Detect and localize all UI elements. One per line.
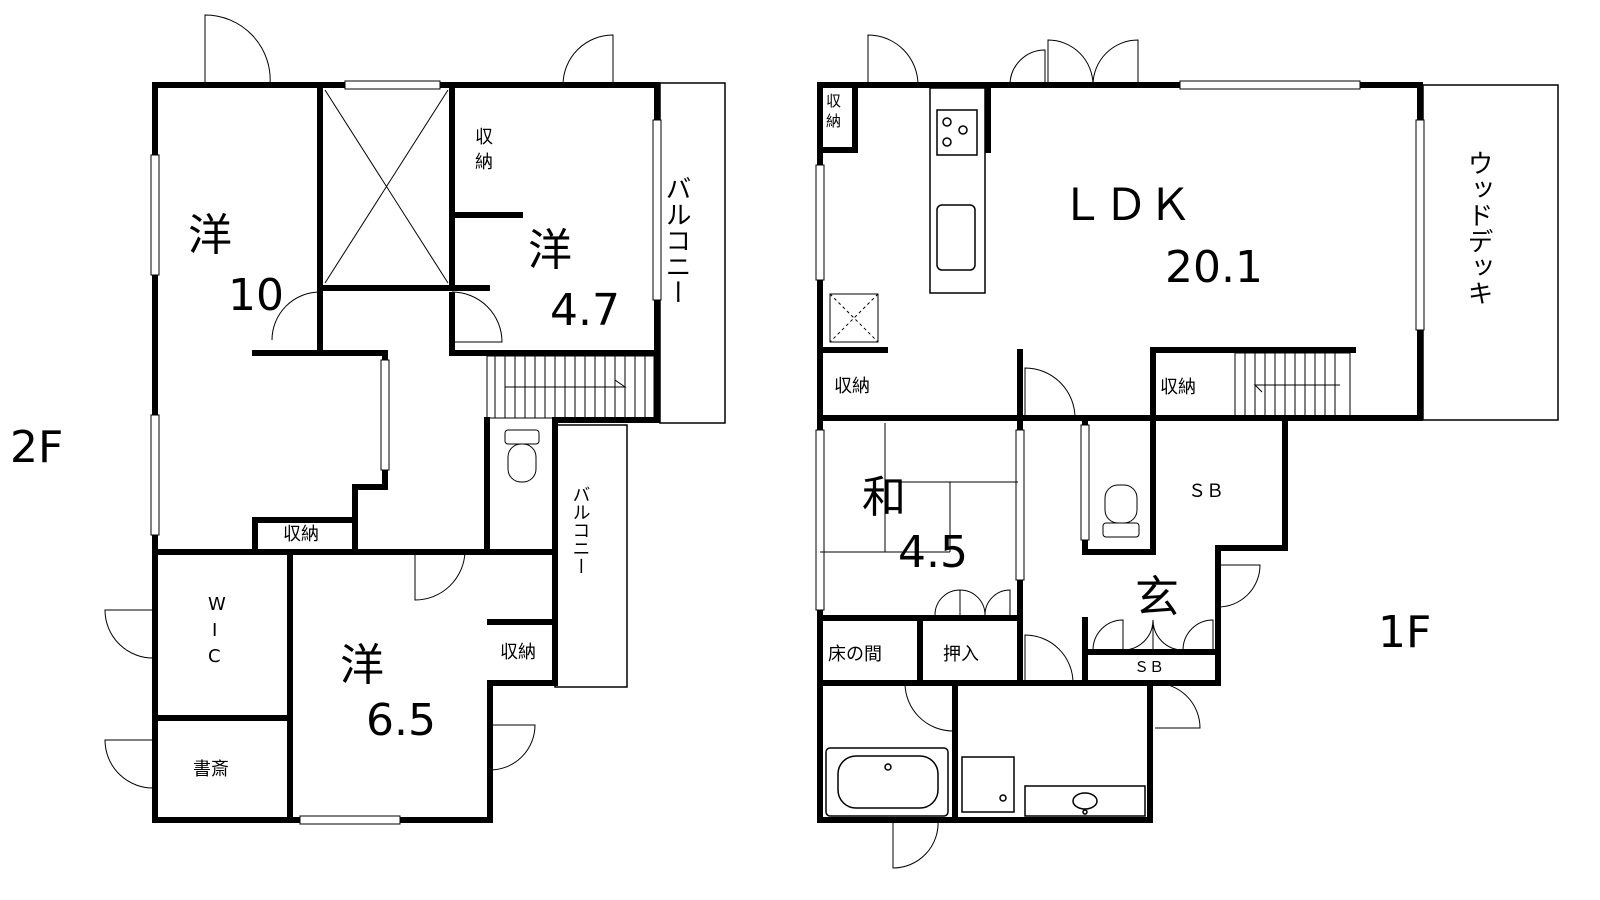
toilet-fixture (1102, 484, 1140, 538)
staircase (1234, 352, 1351, 417)
room-size-wa: 4.5 (898, 527, 968, 578)
floor-label-2f: 2F (10, 422, 63, 473)
room-name-storage-e: 収納 (834, 376, 870, 397)
room-name-wic-line1: W (208, 594, 226, 615)
room-name-storage-f: 収納 (1160, 377, 1196, 398)
room-size-yo47: 4.7 (550, 285, 620, 336)
room-size-yo10: 10 (228, 270, 284, 321)
room-name-sb-a: ＳＢ (1188, 481, 1224, 502)
kitchen-counter (929, 87, 986, 294)
fridge-space (829, 293, 879, 343)
void-mark (324, 89, 449, 284)
room-name-wa: 和 (862, 472, 906, 523)
balcony-outline (554, 424, 628, 688)
room-name-storage-a: 収納 (283, 524, 319, 545)
window (815, 164, 825, 281)
room-name-study: 書斎 (193, 759, 229, 780)
door-swing (867, 34, 1261, 869)
floor-label-1f: 1F (1378, 607, 1431, 658)
washroom-fixtures (961, 756, 1146, 817)
room-name-balcony-b: バルコニー (570, 485, 591, 575)
window (150, 154, 160, 276)
room-name-storage-b: 収納 (475, 127, 493, 173)
room-name-yo65: 洋 (340, 640, 384, 691)
window (1015, 429, 1025, 581)
room-name-yo47: 洋 (528, 225, 572, 276)
interior-wall (152, 82, 660, 823)
room-name-entrance: 玄 (1135, 572, 1179, 623)
window (380, 359, 390, 471)
door-swing (104, 14, 614, 789)
second-floor-plan: 洋 10 洋 4.7 洋 6.5 W I C 書斎 収納 収納 収納 バルコニー… (10, 14, 726, 825)
window (344, 80, 441, 90)
bathtub (825, 747, 949, 817)
room-name-wic-line2: I (212, 620, 217, 641)
room-size-ldk: 20.1 (1165, 242, 1263, 293)
room-name-oshiire: 押入 (943, 644, 979, 665)
room-name-sb-b: ＳＢ (1134, 658, 1164, 676)
room-name-ldk: ＬＤＫ (1060, 180, 1192, 231)
tatami-lines (820, 423, 1018, 553)
window (150, 414, 160, 536)
room-name-wic: W I C (208, 594, 232, 667)
room-name-yo10: 洋 (188, 210, 232, 261)
window (652, 119, 662, 301)
room-name-storage-c: 収納 (500, 642, 536, 663)
window (299, 815, 401, 825)
first-floor-plan: ＬＤＫ 20.1 和 4.5 ＳＢ ＳＢ 玄 床の間 押入 ウッドデッキ 収納 … (815, 34, 1559, 869)
room-name-deck: ウッドデッキ (1463, 150, 1493, 306)
staircase (486, 355, 655, 419)
window (1415, 119, 1425, 331)
room-name-balcony-a: バルコニー (661, 175, 691, 305)
toilet-fixture (504, 429, 540, 483)
window (1080, 424, 1090, 541)
room-name-tokonoma: 床の間 (828, 644, 882, 665)
window (1179, 80, 1361, 90)
room-name-wic-line3: C (208, 646, 221, 667)
room-size-yo65: 6.5 (366, 695, 436, 746)
room-name-storage-d: 収納 (826, 92, 841, 130)
window (815, 429, 825, 611)
